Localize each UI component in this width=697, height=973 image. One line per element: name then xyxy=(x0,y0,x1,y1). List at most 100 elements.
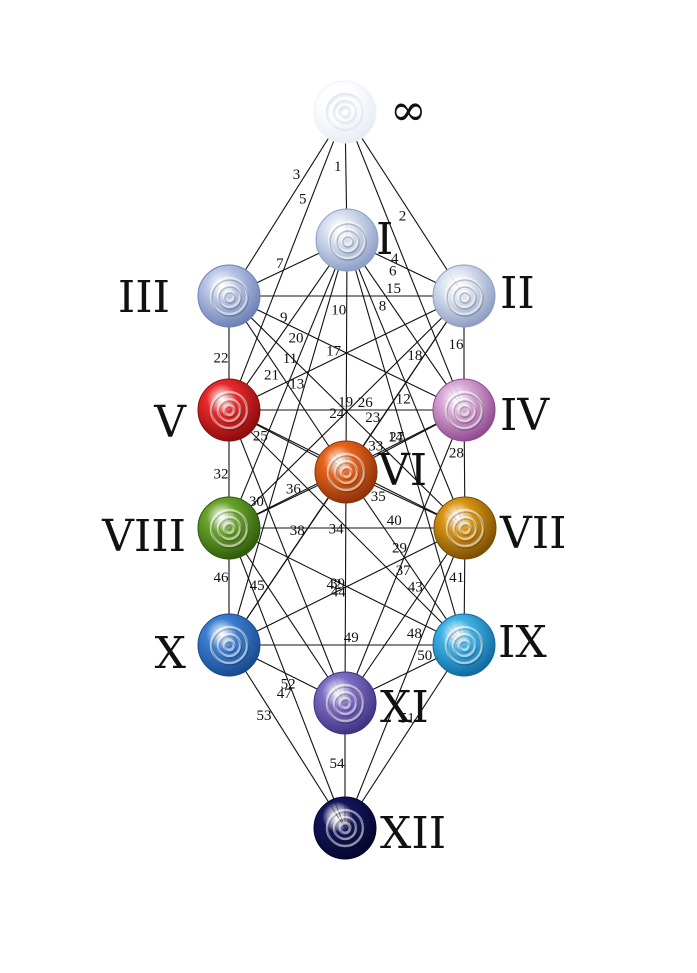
node-vi-sphere xyxy=(314,440,378,504)
edge-number-label: 34 xyxy=(329,522,345,538)
edge-number-label: 41 xyxy=(449,570,464,586)
edge-10 xyxy=(345,239,348,473)
node-x-sphere xyxy=(197,613,261,677)
edge-number-label: 21 xyxy=(264,367,279,383)
edge-14 xyxy=(346,239,465,646)
edge-number-label: 48 xyxy=(407,626,422,642)
edge-number-label: 14 xyxy=(388,430,404,446)
edge-number-label: 29 xyxy=(392,541,407,557)
edge-21 xyxy=(228,295,347,473)
edge-number-label: 13 xyxy=(289,377,304,393)
node-label-i: I xyxy=(376,214,393,265)
edge-number-label: 52 xyxy=(281,677,296,693)
edge-44 xyxy=(228,527,465,646)
edge-5 xyxy=(228,111,346,411)
edge-number-label: 45 xyxy=(250,578,265,594)
edge-number-label: 37 xyxy=(396,563,412,579)
edge-number-label: 17 xyxy=(326,343,342,359)
edge-number-label: 10 xyxy=(331,303,346,319)
edge-number-label: 44 xyxy=(331,584,347,600)
edge-number-label: 40 xyxy=(387,513,402,529)
edge-number-label: 26 xyxy=(358,395,374,411)
edge-number-label: 5 xyxy=(299,192,307,208)
node-label-viii: VIII xyxy=(101,511,186,562)
node-vii-sphere xyxy=(433,496,497,560)
node-xi-sphere xyxy=(313,671,377,735)
node-inf-sphere xyxy=(313,80,377,144)
edge-number-label: 22 xyxy=(214,351,229,367)
edge-2 xyxy=(344,111,465,297)
edge-53 xyxy=(228,644,346,829)
edge-37 xyxy=(345,471,465,646)
node-iv-sphere xyxy=(432,378,496,442)
edge-number-label: 1 xyxy=(334,159,342,175)
node-label-vi: VI xyxy=(377,445,427,496)
node-label-iii: III xyxy=(118,272,170,323)
edge-51 xyxy=(344,644,465,829)
node-label-xi: XI xyxy=(380,682,429,733)
edge-number-label: 39 xyxy=(330,576,345,592)
edge-number-label: 3 xyxy=(293,167,301,183)
edge-number-label: 36 xyxy=(286,481,302,497)
edge-number-label: 49 xyxy=(344,630,359,646)
edge-12 xyxy=(346,239,466,529)
edge-number-label: 51 xyxy=(400,711,415,727)
node-iii-sphere xyxy=(197,264,261,328)
edge-number-label: 7 xyxy=(276,256,284,272)
edge-number-label: 53 xyxy=(257,708,272,724)
edge-number-label: 8 xyxy=(379,299,387,315)
node-xii-sphere xyxy=(313,796,377,860)
edge-number-label: 23 xyxy=(365,410,380,426)
edge-29 xyxy=(344,409,465,704)
node-label-iv: IV xyxy=(500,390,550,441)
edge-number-label: 54 xyxy=(330,756,346,772)
node-label-vii: VII xyxy=(499,508,567,559)
edge-number-label: 38 xyxy=(290,523,305,539)
edge-number-label: 19 xyxy=(338,395,353,411)
node-v-sphere xyxy=(197,378,261,442)
node-label-inf: ∞ xyxy=(390,85,427,136)
edge-number-label: 18 xyxy=(407,348,422,364)
edge-number-label: 47 xyxy=(277,686,293,702)
node-label-v: V xyxy=(153,397,187,448)
edge-45 xyxy=(228,527,346,704)
node-label-ii: II xyxy=(500,268,535,319)
edge-8 xyxy=(346,239,465,411)
edge-number-label: 30 xyxy=(249,494,264,510)
edge-number-label: 24 xyxy=(329,406,345,422)
edge-48 xyxy=(344,527,466,829)
node-ix-sphere xyxy=(432,613,496,677)
edge-number-label: 20 xyxy=(289,330,304,346)
edge-number-label: 50 xyxy=(417,648,432,664)
edge-3 xyxy=(228,111,346,297)
node-viii-sphere xyxy=(197,496,261,560)
edge-number-label: 16 xyxy=(449,337,465,353)
edge-20 xyxy=(228,295,465,411)
edge-number-label: 6 xyxy=(389,264,397,280)
edge-number-label: 9 xyxy=(280,310,288,326)
edge-number-label: 11 xyxy=(283,351,297,367)
node-ii-sphere xyxy=(432,264,496,328)
edge-number-label: 4 xyxy=(391,251,399,267)
edge-24 xyxy=(228,295,466,529)
node-i-sphere xyxy=(315,208,379,272)
edge-number-label: 33 xyxy=(368,438,383,454)
edge-number-label: 2 xyxy=(399,209,407,225)
edge-number-label: 42 xyxy=(327,577,342,593)
edge-number-label: 35 xyxy=(371,489,386,505)
edge-number-label: 27 xyxy=(389,429,405,445)
edge-number-label: 28 xyxy=(449,446,464,462)
edge-47 xyxy=(228,527,346,829)
node-label-x: X xyxy=(155,628,187,679)
edge-number-label: 43 xyxy=(408,580,423,596)
edge-number-label: 46 xyxy=(214,570,230,586)
edge-4 xyxy=(344,111,465,411)
node-label-ix: IX xyxy=(498,617,547,668)
edge-number-label: 15 xyxy=(386,281,401,297)
edge-number-label: 25 xyxy=(253,429,268,445)
edge-number-label: 32 xyxy=(214,467,229,483)
node-label-xii: XII xyxy=(380,808,446,859)
